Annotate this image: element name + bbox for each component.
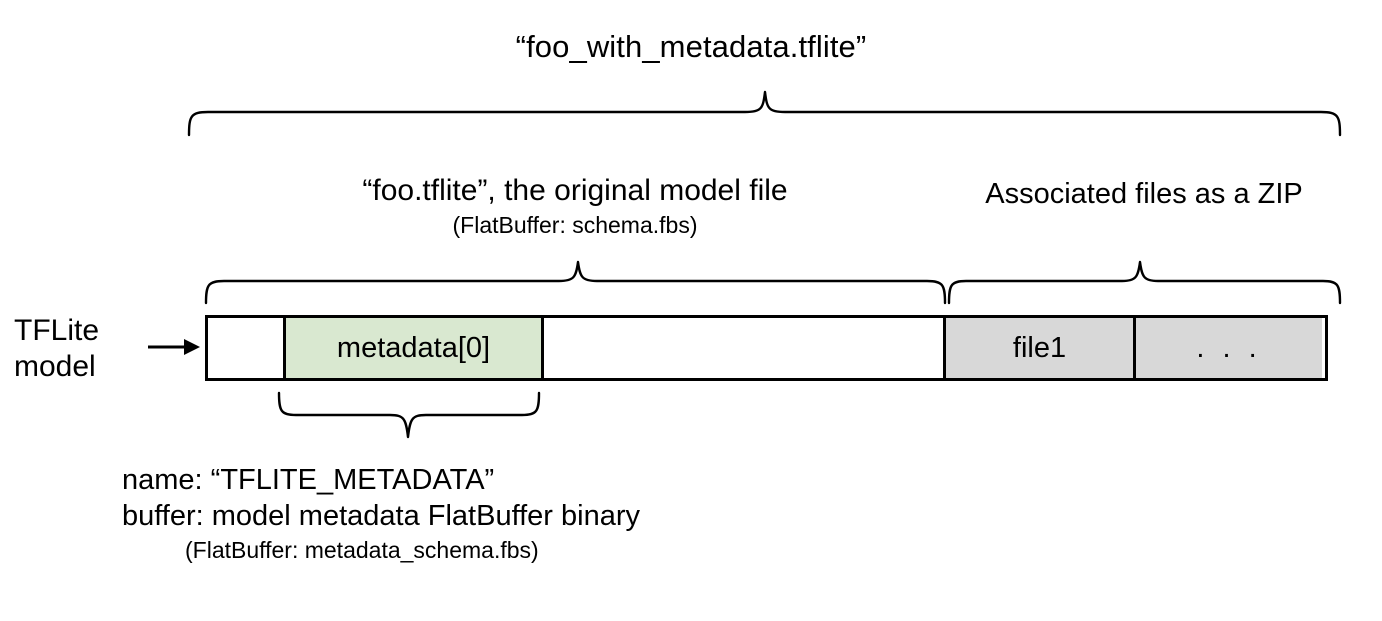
tflite-model-label: TFLite model: [14, 313, 144, 385]
right-arrow-icon: [148, 339, 200, 355]
bar-cell-ellipsis: . . .: [1133, 318, 1322, 378]
tflite-model-label-line1: TFLite: [14, 314, 100, 347]
bar-cell-model-body: [541, 318, 943, 378]
zip-section-heading: Associated files as a ZIP: [985, 178, 1303, 210]
model-section-subheading: (FlatBuffer: schema.fbs): [452, 212, 698, 238]
bar-cell-metadata: metadata[0]: [283, 318, 541, 378]
page-title: “foo_with_metadata.tflite”: [515, 29, 867, 64]
metadata-note-name: name: “TFLITE_METADATA”: [122, 464, 495, 496]
bar-cell-file1: file1: [943, 318, 1133, 378]
metadata-note-buffer: buffer: model metadata FlatBuffer binary: [122, 500, 640, 532]
tflite-model-label-line2: model: [14, 350, 96, 383]
model-section-label: “foo.tflite”, the original model file (F…: [205, 172, 945, 240]
metadata-note: name: “TFLITE_METADATA” buffer: model me…: [122, 462, 1022, 566]
metadata-note-schema: (FlatBuffer: metadata_schema.fbs): [185, 537, 539, 563]
model-section-heading: “foo.tflite”, the original model file: [362, 174, 788, 207]
tflite-model-layout-bar: metadata[0] file1 . . .: [205, 315, 1328, 381]
bar-cell-leading: [208, 318, 283, 378]
